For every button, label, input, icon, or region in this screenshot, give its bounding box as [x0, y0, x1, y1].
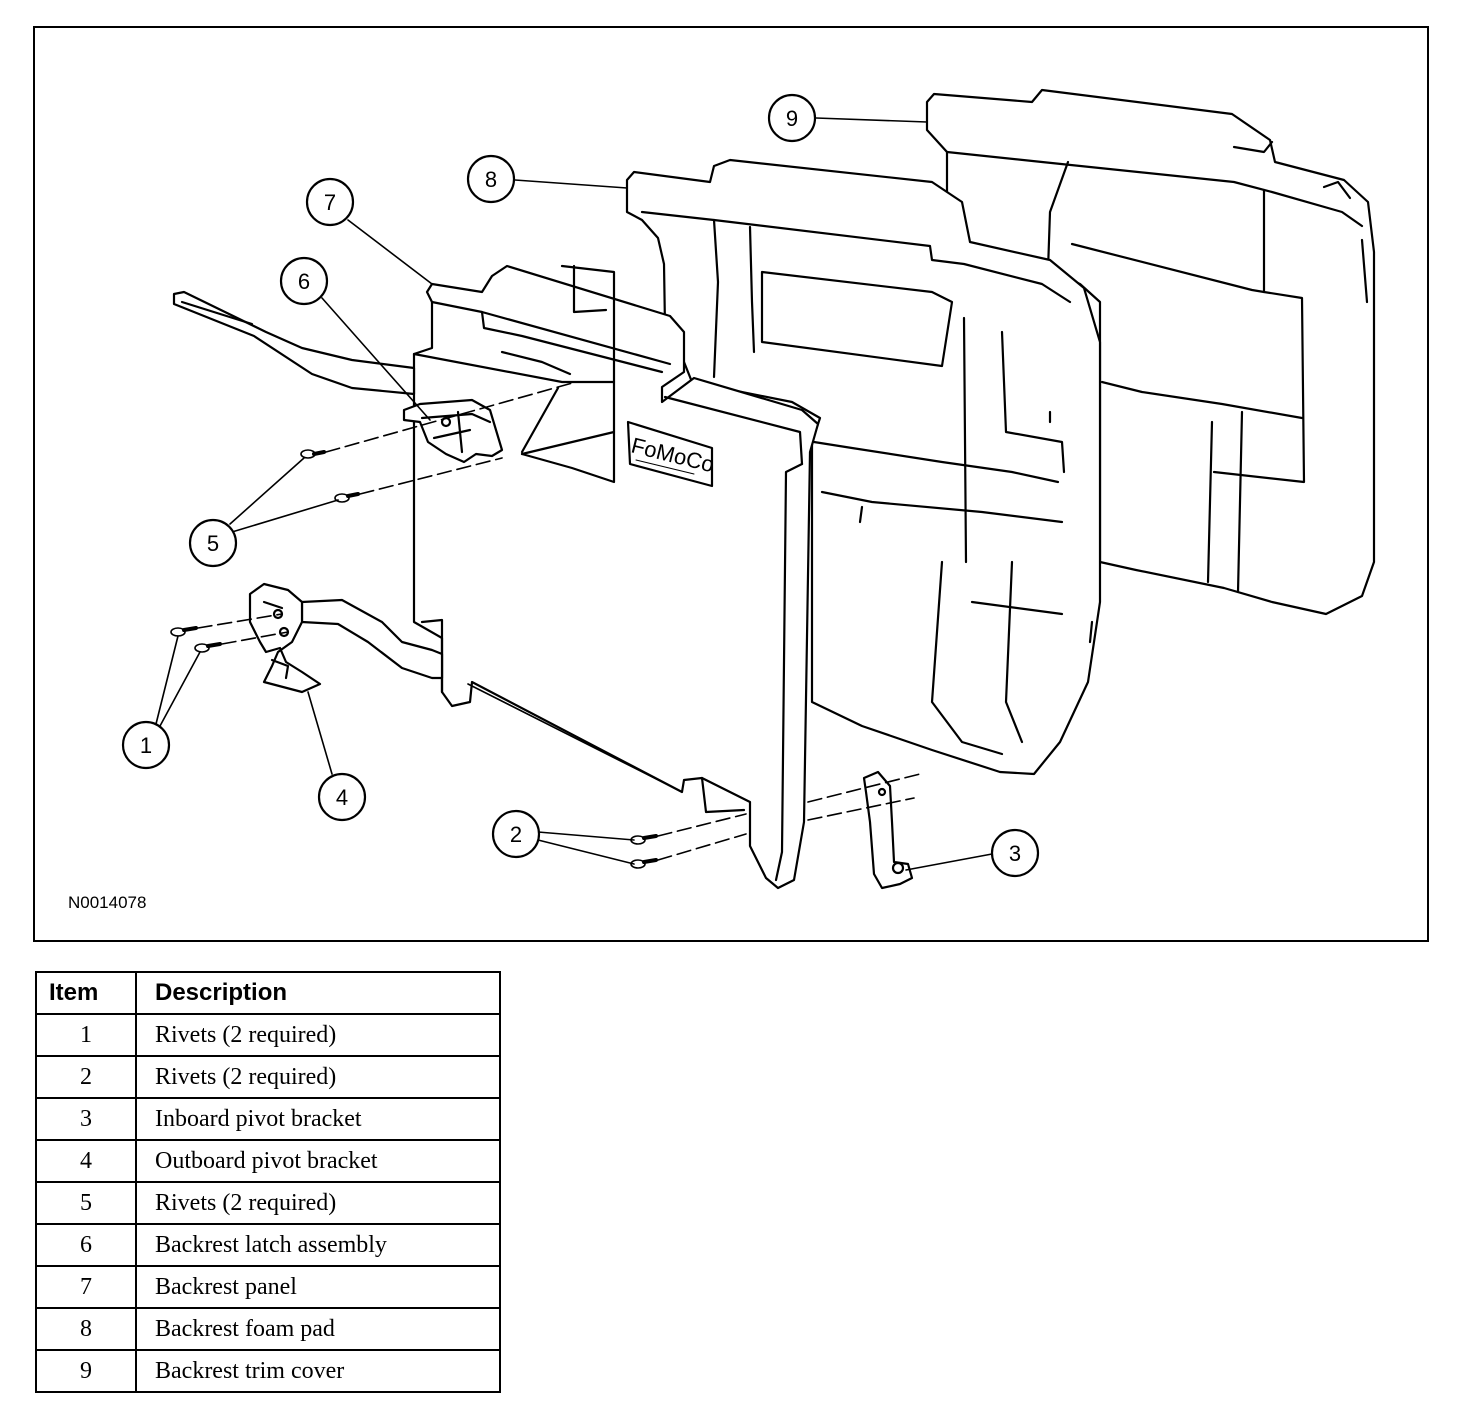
legend-header-item: Item — [35, 971, 137, 1015]
inboard-pivot-bracket — [862, 770, 914, 890]
svg-text:5: 5 — [207, 531, 219, 556]
legend-item: 5 — [35, 1181, 137, 1225]
table-row: 4 Outboard pivot bracket — [35, 1139, 501, 1183]
legend-description: Backrest panel — [135, 1265, 501, 1309]
callout-3: 3 — [990, 828, 1040, 878]
backrest-latch-assembly — [402, 398, 504, 464]
legend-item: 7 — [35, 1265, 137, 1309]
legend-item: 9 — [35, 1349, 137, 1393]
legend-item: 8 — [35, 1307, 137, 1351]
diagram-frame: FoMoCo — [33, 26, 1429, 942]
legend-item: 4 — [35, 1139, 137, 1183]
legend-description: Backrest latch assembly — [135, 1223, 501, 1267]
callout-1: 1 — [121, 720, 171, 770]
legend-description: Backrest trim cover — [135, 1349, 501, 1393]
legend-description: Rivets (2 required) — [135, 1055, 501, 1099]
legend-header-description: Description — [135, 971, 501, 1015]
rivet-5a — [300, 449, 326, 459]
rivet-1b — [194, 642, 222, 653]
alignment-lines — [197, 381, 921, 861]
svg-text:2: 2 — [510, 822, 522, 847]
callout-7: 7 — [305, 177, 355, 227]
outboard-pivot-bracket — [248, 582, 322, 694]
legend-description: Outboard pivot bracket — [135, 1139, 501, 1183]
svg-text:4: 4 — [336, 785, 348, 810]
table-row: 5 Rivets (2 required) — [35, 1181, 501, 1225]
figure-id: N0014078 — [68, 893, 147, 912]
legend-item: 1 — [35, 1013, 137, 1057]
rivet-2a — [630, 834, 658, 845]
table-row: 2 Rivets (2 required) — [35, 1055, 501, 1099]
svg-text:7: 7 — [324, 190, 336, 215]
leader-lines — [155, 117, 993, 871]
callout-4: 4 — [317, 772, 367, 822]
legend-item: 3 — [35, 1097, 137, 1141]
table-row: 1 Rivets (2 required) — [35, 1013, 501, 1057]
callout-6: 6 — [279, 256, 329, 306]
exploded-view-drawing: FoMoCo — [121, 88, 1376, 890]
legend-item: 6 — [35, 1223, 137, 1267]
legend-description: Inboard pivot bracket — [135, 1097, 501, 1141]
seat-frame-rail-upper — [172, 290, 416, 396]
backrest-foam-pad — [625, 158, 1102, 776]
legend-item: 2 — [35, 1055, 137, 1099]
legend-description: Backrest foam pad — [135, 1307, 501, 1351]
table-row: 8 Backrest foam pad — [35, 1307, 501, 1351]
rivet-1a — [170, 626, 198, 637]
table-row: 3 Inboard pivot bracket — [35, 1097, 501, 1141]
callout-8: 8 — [466, 154, 516, 204]
svg-text:3: 3 — [1009, 841, 1021, 866]
backrest-panel: FoMoCo — [412, 264, 820, 890]
legend-header-row: Item Description — [35, 971, 501, 1015]
callouts: 9 8 7 6 5 1 4 2 3 — [121, 93, 1040, 878]
legend-table: Item Description 1 Rivets (2 required) 2… — [35, 971, 501, 1393]
table-row: 6 Backrest latch assembly — [35, 1223, 501, 1267]
table-row: 7 Backrest panel — [35, 1265, 501, 1309]
svg-text:6: 6 — [298, 269, 310, 294]
seat-frame-tube-lower — [300, 598, 444, 680]
table-row: 9 Backrest trim cover — [35, 1349, 501, 1393]
callout-2: 2 — [491, 809, 541, 859]
legend-description: Rivets (2 required) — [135, 1013, 501, 1057]
callout-5: 5 — [188, 518, 238, 568]
svg-text:1: 1 — [140, 733, 152, 758]
svg-text:8: 8 — [485, 167, 497, 192]
rivet-5b — [334, 492, 360, 503]
legend-description: Rivets (2 required) — [135, 1181, 501, 1225]
svg-text:9: 9 — [786, 106, 798, 131]
callout-9: 9 — [767, 93, 817, 143]
